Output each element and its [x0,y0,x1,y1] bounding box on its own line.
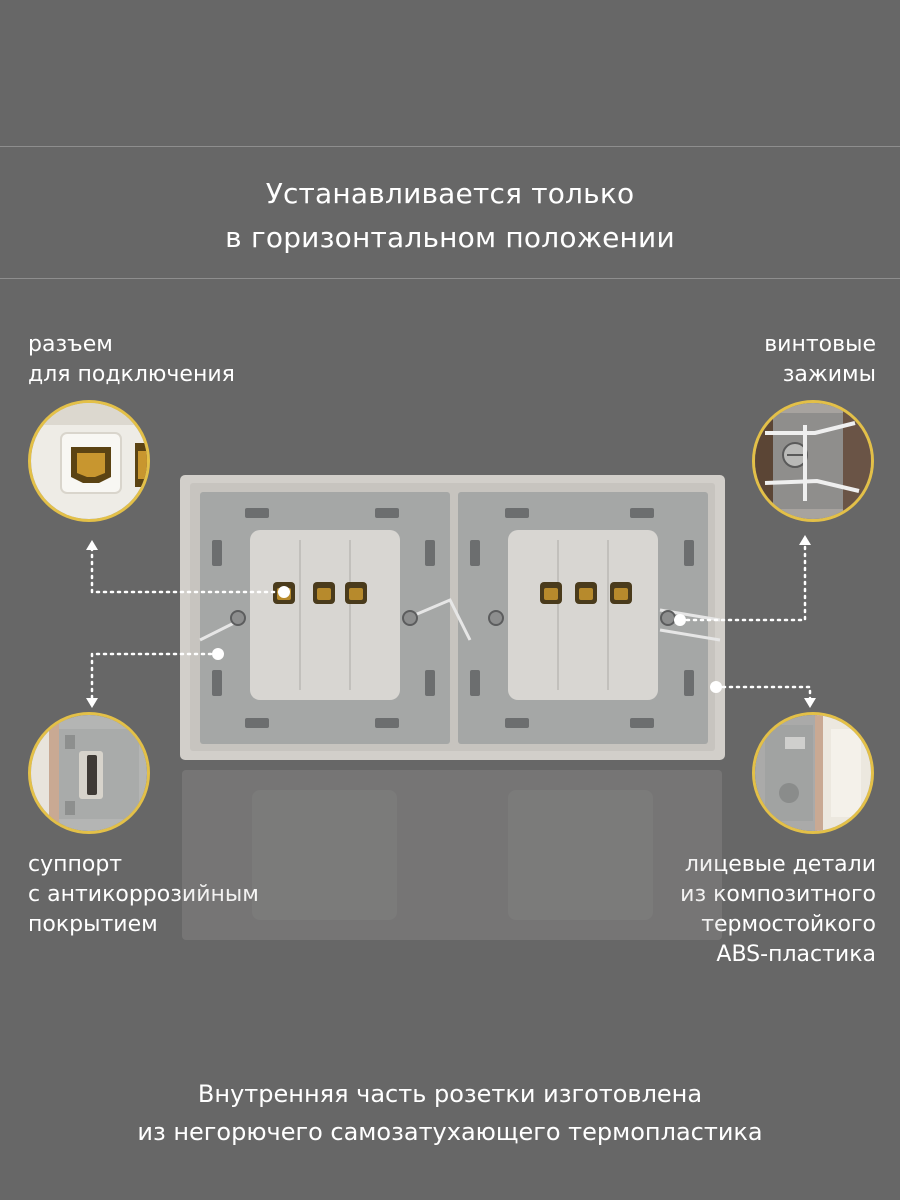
connector-point [278,586,290,598]
footer-text: Внутренняя часть розетки изготовлена из … [0,1075,900,1151]
socket-reflection [182,770,722,940]
connector-label: разъем для подключения [28,332,235,387]
footer-line-1: Внутренняя часть розетки изготовлена [197,1080,703,1108]
face-point [710,681,722,693]
connector-leader [90,546,286,594]
support-label: суппорт с антикоррозийным покрытием [28,852,259,937]
headline-line-2: в горизонтальном положении [225,221,675,254]
right-connector-block [508,530,658,700]
screw-point [674,614,686,626]
screw-leader [678,541,807,622]
headline: Устанавливается только в горизонтальном … [0,172,900,260]
connector-zoom [28,400,150,522]
support-zoom [28,712,150,834]
face-leader [714,685,812,702]
left-connector-block [250,530,400,700]
face-parts-zoom [752,712,874,834]
support-leader [90,652,220,702]
screw-clamp-zoom [752,400,874,522]
footer-line-2: из негорючего самозатухающего термопласт… [137,1118,763,1146]
top-divider [0,146,900,147]
face-label: лицевые детали из композитного термостой… [680,852,876,967]
header-divider [0,278,900,279]
support-point [212,648,224,660]
screw-label: винтовые зажимы [764,332,876,387]
headline-line-1: Устанавливается только [265,177,635,210]
